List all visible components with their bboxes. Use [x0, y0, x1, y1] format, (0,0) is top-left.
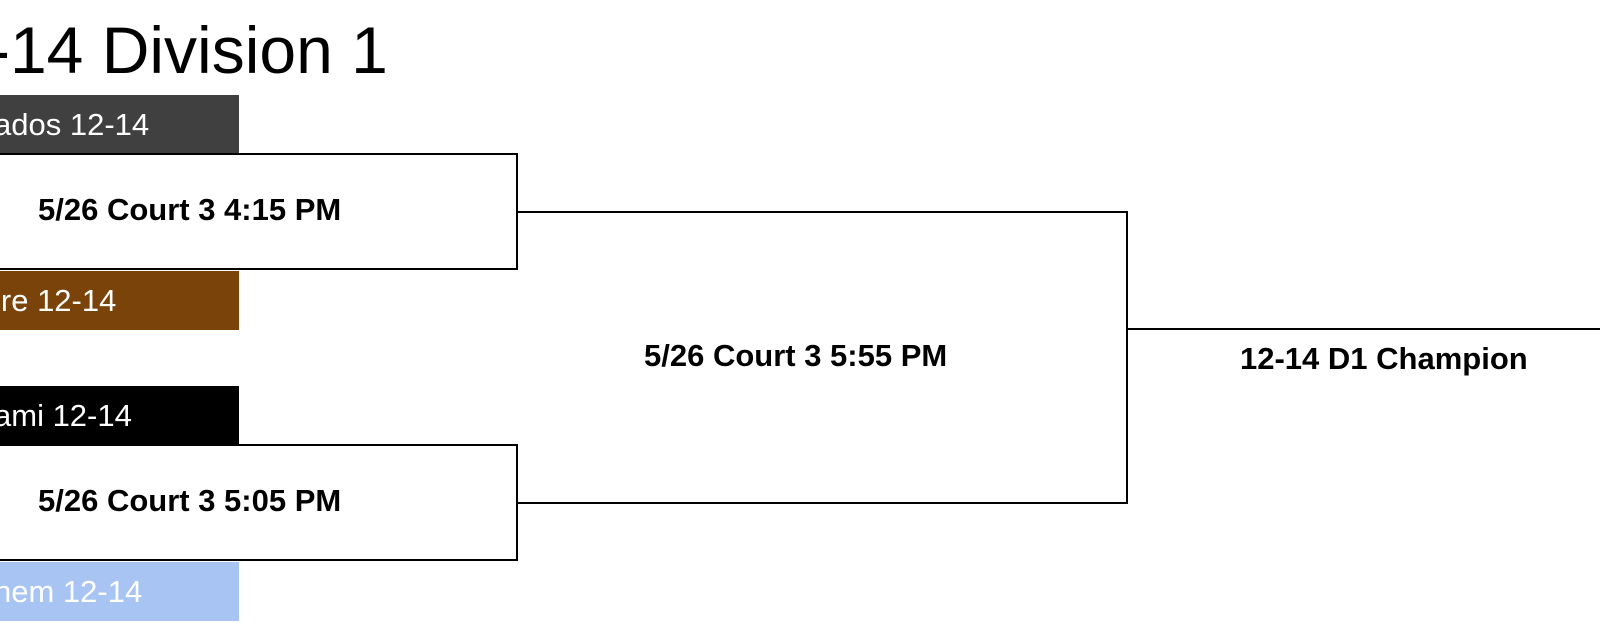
match-box-1 — [0, 153, 518, 270]
match-label-1: 5/26 Court 3 4:15 PM — [38, 192, 342, 227]
team-slot-2: ire 12-14 — [0, 271, 239, 330]
team-name: ados 12-14 — [0, 107, 150, 142]
final-match-label: 5/26 Court 3 5:55 PM — [644, 338, 948, 373]
page-title: -14 Division 1 — [0, 13, 388, 87]
team-slot-4: hem 12-14 — [0, 562, 239, 621]
champion-label: 12-14 D1 Champion — [1240, 341, 1528, 376]
connector-bracket — [518, 211, 1128, 504]
team-slot-1: ados 12-14 — [0, 95, 239, 154]
match-label-2: 5/26 Court 3 5:05 PM — [38, 483, 342, 518]
team-name: ami 12-14 — [0, 398, 132, 433]
team-name: hem 12-14 — [0, 574, 143, 609]
team-slot-3: ami 12-14 — [0, 386, 239, 445]
match-box-2 — [0, 444, 518, 561]
team-name: ire 12-14 — [0, 283, 117, 318]
